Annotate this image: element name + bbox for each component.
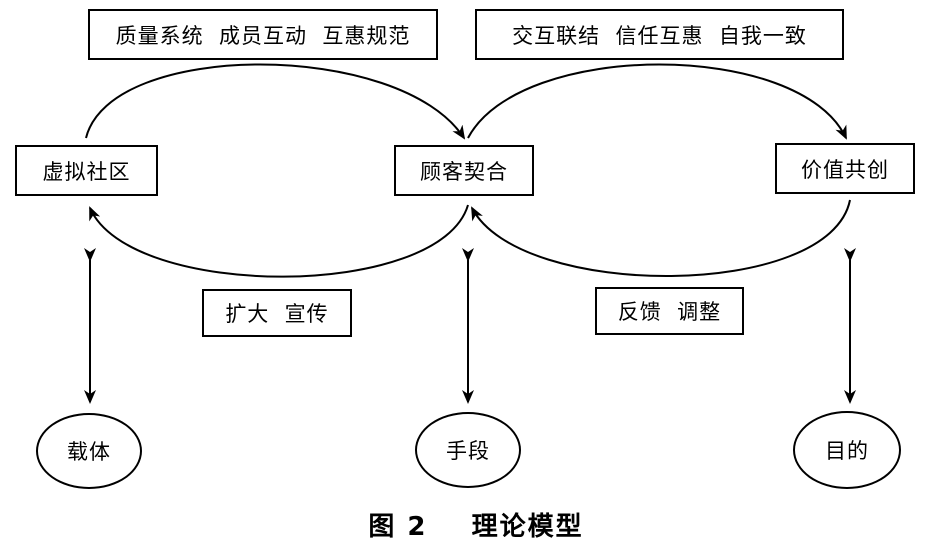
role-goal: 目的 (793, 411, 901, 489)
annotation-bottom-right: 反馈 调整 (595, 287, 744, 335)
annotation-top-left: 质量系统 成员互动 互惠规范 (88, 9, 438, 60)
node-customer-engagement: 顾客契合 (394, 145, 534, 196)
arc-engagement-to-cocreation (467, 63, 847, 140)
arc-engagement-to-community (89, 204, 469, 278)
annotation-top-right: 交互联结 信任互惠 自我一致 (475, 9, 844, 60)
annotation-bottom-left: 扩大 宣传 (202, 289, 352, 337)
arc-community-to-engagement (85, 63, 466, 140)
node-virtual-community: 虚拟社区 (15, 145, 158, 196)
node-value-cocreation: 价值共创 (775, 143, 915, 194)
role-carrier: 载体 (36, 413, 142, 489)
role-means: 手段 (415, 412, 521, 488)
figure-caption: 图 2 理论模型 (368, 512, 584, 542)
arc-cocreation-to-engagement (471, 199, 851, 277)
